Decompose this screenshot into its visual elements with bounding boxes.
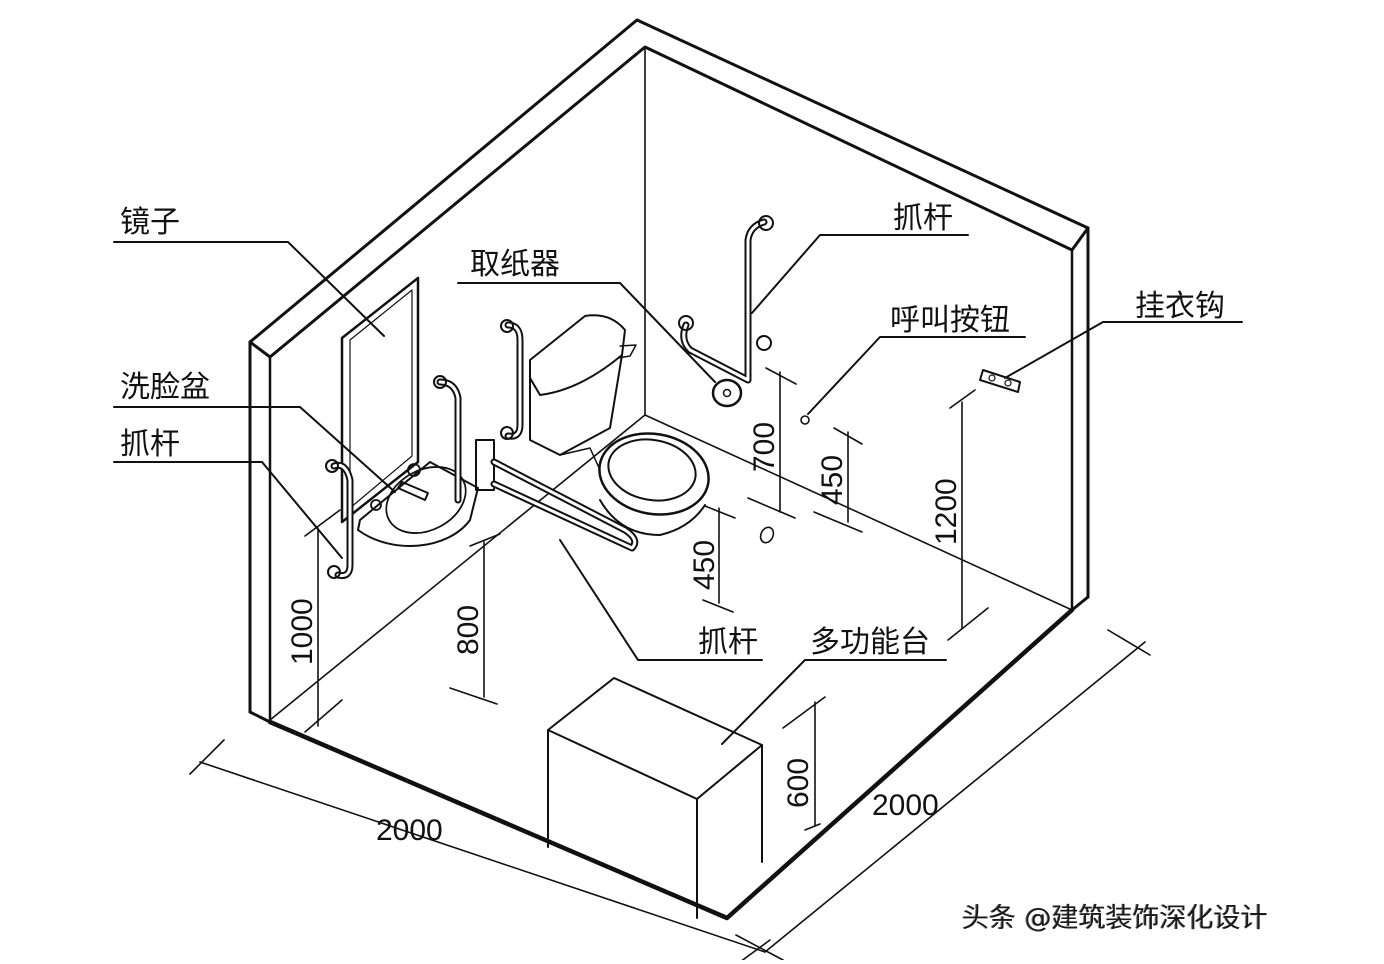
leader-washbasin	[113, 406, 396, 493]
component-labels: 镜子 洗脸盆 抓杆 取纸器 抓杆 呼叫按钮 挂衣钩 抓杆 多功能台	[120, 201, 1225, 660]
folding-grab-bar	[475, 439, 639, 552]
wall-cap-right	[1070, 226, 1090, 252]
leader-coat-hook	[1004, 321, 1243, 379]
multifunction-table	[547, 677, 763, 919]
toilet	[529, 314, 710, 536]
leader-paper-holder	[457, 282, 716, 383]
grab-bar-left-vertical	[433, 375, 462, 504]
leader-call-button	[807, 336, 1026, 415]
leader-grab-bar-left	[113, 461, 343, 559]
label-grab-bar-left: 抓杆	[120, 427, 180, 462]
dim-table-height: 600	[782, 758, 815, 808]
floor-back-right-line	[644, 414, 1073, 611]
coat-hook	[979, 369, 1021, 393]
floor-drain	[759, 526, 775, 544]
dim-room-width: 2000	[376, 814, 443, 847]
dim-call-button-height: 450	[816, 455, 849, 505]
label-washbasin: 洗脸盆	[120, 370, 210, 405]
label-multifunction-table: 多功能台	[810, 625, 930, 660]
dim-paper-holder-height: 700	[748, 422, 781, 472]
grab-bar-toilet-tank	[500, 319, 524, 440]
leader-grab-bar-back	[751, 234, 969, 314]
leader-grab-bar-toilet	[559, 539, 763, 661]
leader-mirror	[113, 241, 385, 337]
leader-multifunction-table	[721, 659, 947, 745]
washbasin	[357, 461, 479, 547]
label-grab-bar-toilet: 抓杆	[698, 625, 758, 660]
grab-bar-sink	[325, 459, 354, 579]
leader-lines	[113, 234, 1243, 745]
label-call-button: 呼叫按钮	[890, 303, 1010, 338]
label-coat-hook: 挂衣钩	[1135, 289, 1225, 324]
left-wall-top-edge	[248, 18, 1090, 344]
dim-room-depth: 2000	[872, 789, 939, 822]
call-button	[800, 415, 810, 425]
grab-bar-l-shape	[678, 215, 774, 384]
room-walls	[248, 18, 1090, 921]
left-wall-bottom-cap	[248, 710, 272, 724]
watermark: 头条 @建筑装饰深化设计	[962, 903, 1268, 934]
dim-washbasin-height: 800	[452, 605, 485, 655]
wall-cap-left	[248, 340, 272, 359]
dim-toilet-grab-bar-height: 450	[688, 540, 721, 590]
label-grab-bar-back: 抓杆	[893, 201, 953, 236]
dimension-labels: 1000 800 450 700 450 1200 600 2000 2000	[286, 422, 963, 847]
dim-grab-bar-left-height: 1000	[286, 598, 319, 665]
label-mirror: 镜子	[120, 205, 180, 240]
label-paper-holder: 取纸器	[470, 247, 560, 282]
floor-front-edge	[267, 607, 1075, 921]
right-wall-bottom-cap	[1070, 595, 1090, 612]
dimension-lines	[189, 367, 1151, 963]
paper-holder	[711, 378, 743, 408]
floor-back-left-line	[269, 414, 646, 721]
dim-coat-hook-height: 1200	[930, 478, 963, 545]
